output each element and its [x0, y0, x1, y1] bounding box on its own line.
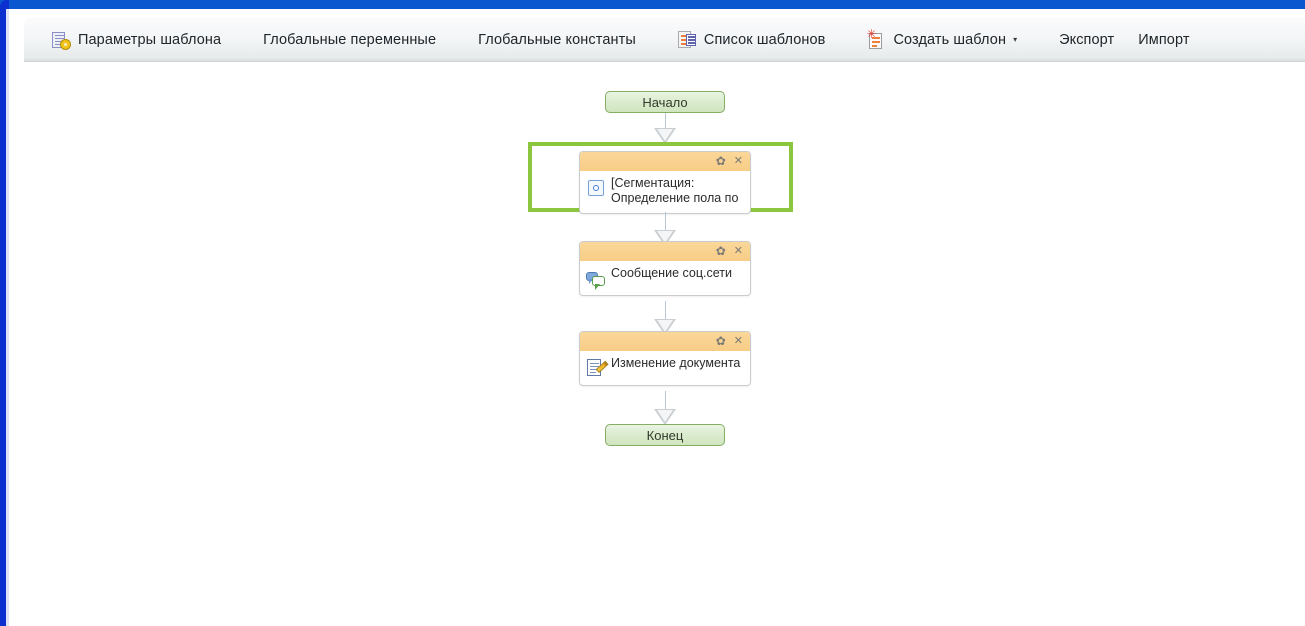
window-left-border [0, 0, 9, 626]
toolbar-spacer [650, 39, 668, 40]
node-header: ✿ ✕ [580, 332, 750, 351]
workflow-canvas[interactable]: Начало ✿ ✕ [Сегментация: Определение пол… [9, 63, 1305, 626]
toolbar-item-label: Параметры шаблона [78, 31, 222, 48]
start-node[interactable]: Начало [605, 91, 725, 113]
window-left-border-inner [6, 9, 9, 626]
toolbar-item-label: Создать шаблон [893, 31, 1007, 48]
gear-icon[interactable]: ✿ [715, 154, 726, 168]
new-template-icon: ✳ [866, 28, 885, 49]
node-body: Изменение документа [580, 351, 750, 385]
main-toolbar: Параметры шаблона Глобальные переменные … [24, 18, 1305, 62]
node-title: Изменение документа [611, 356, 741, 370]
template-list-icon [677, 30, 696, 49]
gear-icon[interactable]: ✿ [715, 244, 726, 258]
toolbar-spacer [450, 39, 468, 40]
connector-line [665, 113, 666, 135]
toolbar-item-global-constants[interactable]: Глобальные константы [468, 25, 646, 55]
node-title: Сообщение соц.сети [611, 266, 732, 280]
connector-arrow [654, 409, 676, 425]
toolbar-spacer [839, 39, 857, 40]
close-icon[interactable]: ✕ [733, 155, 743, 167]
node-body: [Сегментация: Определение пола по [580, 171, 750, 213]
toolbar-item-label: Экспорт [1059, 31, 1115, 48]
connector-line [665, 212, 666, 239]
gear-icon[interactable]: ✿ [715, 334, 726, 348]
client-area: Параметры шаблона Глобальные переменные … [9, 9, 1305, 626]
activity-node-document-edit[interactable]: ✿ ✕ Изменение документа [579, 331, 751, 386]
toolbar-item-label: Импорт [1138, 31, 1190, 48]
close-icon[interactable]: ✕ [733, 245, 743, 257]
toolbar-item-global-variables[interactable]: Глобальные переменные [253, 25, 446, 55]
connector-line [665, 391, 666, 419]
toolbar-item-import[interactable]: Импорт [1128, 25, 1199, 55]
node-body: Сообщение соц.сети [580, 261, 750, 295]
connector-line [665, 301, 666, 329]
toolbar-spacer [235, 39, 253, 40]
social-message-icon [586, 268, 606, 290]
toolbar-item-label: Глобальные константы [478, 31, 636, 48]
toolbar-item-template-list[interactable]: Список шаблонов [668, 25, 836, 55]
activity-node-social-message[interactable]: ✿ ✕ Сообщение соц.сети [579, 241, 751, 296]
document-gear-icon [52, 31, 71, 50]
toolbar-item-label: Глобальные переменные [263, 31, 437, 48]
start-node-label: Начало [642, 94, 688, 110]
toolbar-item-template-params[interactable]: Параметры шаблона [42, 25, 231, 55]
close-icon[interactable]: ✕ [733, 335, 743, 347]
node-title: [Сегментация: Определение пола по [611, 176, 739, 205]
end-node[interactable]: Конец [605, 424, 725, 446]
segmentation-icon [586, 178, 606, 198]
connector-arrow [654, 128, 676, 144]
toolbar-item-label: Список шаблонов [703, 31, 826, 48]
activity-node-segmentation[interactable]: ✿ ✕ [Сегментация: Определение пола по [579, 151, 751, 214]
toolbar-item-create-template[interactable]: ✳ Создать шаблон ▾ [857, 25, 1027, 55]
document-edit-icon [586, 358, 609, 378]
end-node-label: Конец [646, 427, 684, 443]
chevron-down-icon[interactable]: ▾ [1013, 34, 1018, 44]
node-header: ✿ ✕ [580, 152, 750, 171]
toolbar-item-export[interactable]: Экспорт [1049, 25, 1124, 55]
title-bar [0, 0, 1305, 9]
toolbar-spacer [1031, 39, 1049, 40]
node-header: ✿ ✕ [580, 242, 750, 261]
